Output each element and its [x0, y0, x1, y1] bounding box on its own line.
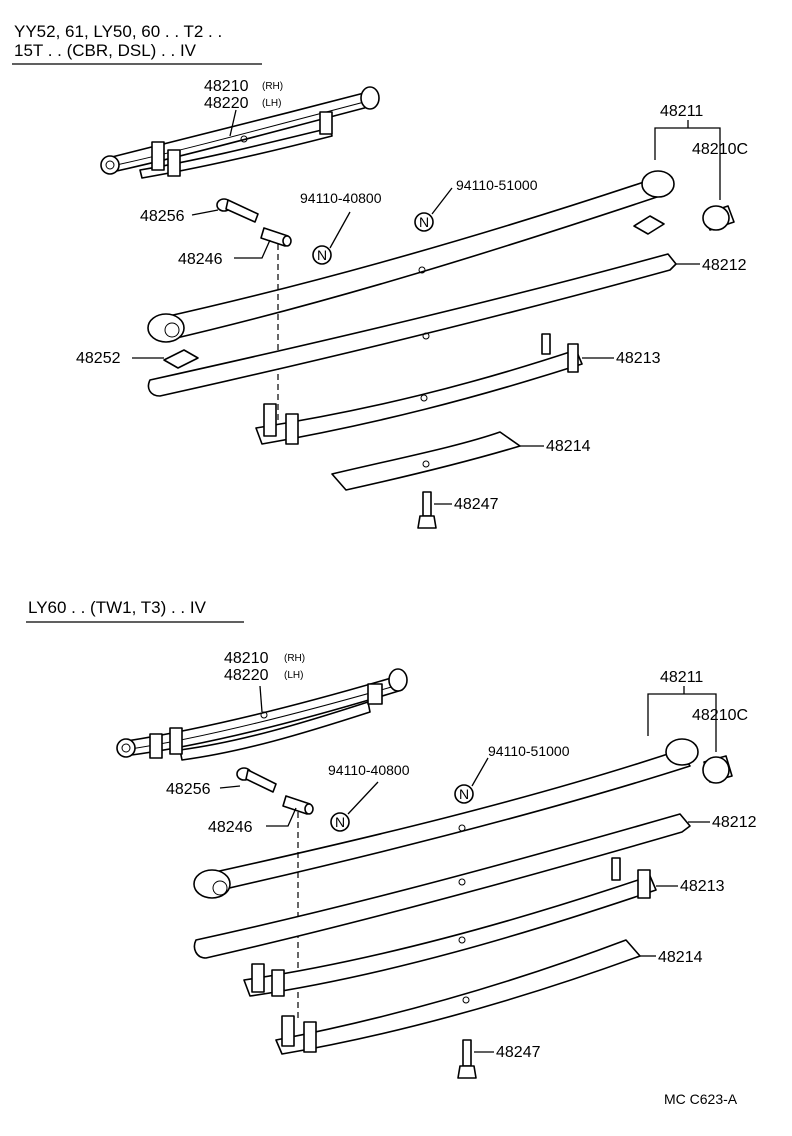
label-48220-s2: 48220	[224, 667, 269, 684]
insert-48252-1	[163, 349, 199, 369]
bolt-48256-1	[216, 198, 259, 223]
label-48212: 48212	[702, 257, 747, 274]
label-48247-s2: 48247	[496, 1044, 541, 1061]
section-1-header-line2: 15T . . (CBR, DSL) . . IV	[14, 41, 197, 60]
leaf-48214-1	[331, 431, 521, 491]
nut-symbol-2a: N	[335, 814, 345, 830]
nut-symbol-1a: N	[317, 247, 327, 263]
leaf-48211-2	[193, 738, 699, 899]
label-rh-tag-s2: (RH)	[284, 653, 305, 664]
nut-symbol-1b: N	[419, 214, 429, 230]
bolt-48256-2	[236, 767, 277, 793]
label-48246: 48246	[178, 251, 223, 268]
label-48210c: 48210C	[692, 141, 748, 158]
leader-nut-1b	[431, 187, 453, 215]
leaf-48213-2	[243, 857, 657, 997]
leader-nut-2a	[347, 781, 379, 815]
section-1: YY52, 61, LY50, 60 . . T2 . . 15T . . (C…	[12, 22, 748, 529]
leaf-48212-2	[193, 813, 691, 959]
leaf-48214-2	[275, 939, 641, 1055]
leader-assy-2	[259, 685, 263, 713]
label-48256-s2: 48256	[166, 781, 211, 798]
center-bolt-48247-1	[417, 491, 437, 529]
label-48220: 48220	[204, 95, 249, 112]
spacer-48246-1	[260, 227, 292, 247]
nut-symbol-2b: N	[459, 786, 469, 802]
nut-94110-40800-1	[312, 245, 332, 265]
label-48256: 48256	[140, 208, 185, 225]
label-48211: 48211	[660, 103, 703, 120]
leader-bracket-48211-2	[647, 693, 717, 752]
leaf-48212-1	[147, 253, 677, 397]
center-bolt-48247-2	[457, 1039, 477, 1079]
section-2-header: LY60 . . (TW1, T3) . . IV	[28, 598, 207, 617]
leader-48246-1	[234, 239, 271, 259]
pad-small-1	[633, 215, 665, 235]
bushing-48210c-2	[702, 755, 733, 784]
label-48210c-s2: 48210C	[692, 707, 748, 724]
label-48246-s2: 48246	[208, 819, 253, 836]
label-rh-tag: (RH)	[262, 81, 283, 92]
label-48214: 48214	[546, 438, 591, 455]
label-48210: 48210	[204, 78, 249, 95]
label-48247: 48247	[454, 496, 499, 513]
label-94110-40800-s2: 94110-40800	[328, 762, 410, 778]
label-48210-s2: 48210	[224, 650, 269, 667]
leader-nut-1a	[329, 211, 351, 249]
section-2: LY60 . . (TW1, T3) . . IV 48210 (RH) 482…	[26, 598, 757, 1079]
label-48252: 48252	[76, 350, 121, 367]
label-48211-s2: 48211	[660, 669, 703, 686]
label-48213: 48213	[616, 350, 661, 367]
leaf-48211-1	[147, 170, 675, 343]
leaf-48213-1	[255, 333, 583, 445]
label-94110-51000-s2: 94110-51000	[488, 743, 570, 759]
spring-assembly-small-2	[116, 668, 408, 761]
nut-94110-51000-2	[454, 784, 474, 804]
nut-94110-40800-2	[330, 812, 350, 832]
leader-48256-1	[191, 209, 219, 216]
leader-48246-2	[266, 807, 297, 827]
label-48214-s2: 48214	[658, 949, 703, 966]
spacer-48246-2	[282, 795, 314, 815]
diagram-code: MC C623-A	[664, 1091, 738, 1107]
section-1-header-line1: YY52, 61, LY50, 60 . . T2 . .	[14, 22, 222, 41]
label-lh-tag-s2: (LH)	[284, 670, 303, 681]
label-48212-s2: 48212	[712, 814, 757, 831]
bushing-48210c-1	[702, 205, 735, 231]
label-48213-s2: 48213	[680, 878, 725, 895]
nut-94110-51000-1	[414, 212, 434, 232]
label-94110-40800: 94110-40800	[300, 190, 382, 206]
label-lh-tag: (LH)	[262, 98, 281, 109]
leader-48256-2	[219, 785, 241, 789]
label-94110-51000: 94110-51000	[456, 177, 538, 193]
leader-assy-1	[229, 109, 237, 137]
leader-nut-2b	[471, 757, 489, 787]
spring-assembly-small-1	[100, 86, 380, 179]
